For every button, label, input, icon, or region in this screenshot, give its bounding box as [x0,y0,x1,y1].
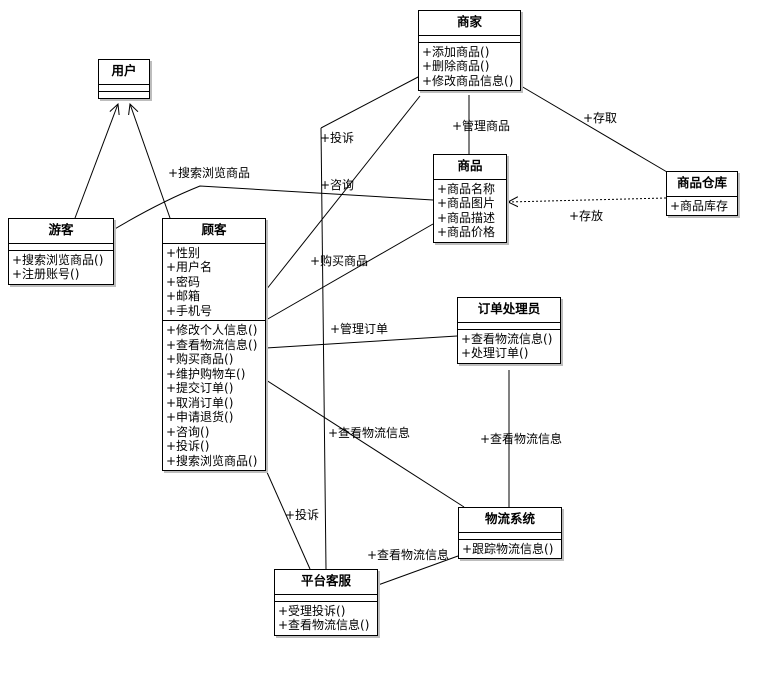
class-member: +查看物流信息() [278,618,370,632]
class-visitor-name: 游客 [9,219,113,244]
visitor-to-product-line [112,185,434,231]
class-order-handler-methods: +查看物流信息()+处理订单() [458,330,560,363]
class-merchant-methods: +添加商品()+删除商品()+修改商品信息() [419,43,520,91]
class-member: +邮箱 [166,289,201,303]
label-complain-merchant: +投诉 [320,131,355,145]
class-member: +添加商品() [422,44,490,59]
class-member: +咨询() [166,424,210,439]
class-visitor[interactable]: 游客 +搜索浏览商品()+注册账号() [8,218,114,285]
customer-to-logistics-line [265,379,465,508]
class-member: +跟踪物流信息() [462,541,554,556]
class-member: +搜索浏览商品() [166,453,258,468]
class-member: +商品描述 [437,210,496,225]
class-member: +商品图片 [437,196,496,210]
class-product-name: 商品 [434,155,506,180]
label-manage-order: +管理订单 [330,322,389,336]
class-logistics-name: 物流系统 [459,508,561,533]
class-logistics-methods: +跟踪物流信息() [459,540,561,559]
class-member: +商品库存 [670,198,729,213]
customer-to-service-line [265,469,311,570]
class-merchant-name: 商家 [419,11,520,36]
class-member: +提交订单() [166,381,234,395]
merchant-to-warehouse-line [520,85,668,173]
customer-to-merchant-line [265,95,421,291]
class-member: +查看物流信息() [461,331,553,346]
class-member: +申请退货() [166,410,234,424]
label-search-browse: +搜索浏览商品 [168,166,251,180]
class-visitor-attributes [9,244,113,251]
class-member: +商品名称 [437,181,496,196]
class-warehouse[interactable]: 商品仓库 +商品库存 [666,171,738,216]
label-complain-service: +投诉 [285,508,320,522]
class-member: +投诉() [166,439,210,453]
class-product-members: +商品名称+商品图片+商品描述+商品价格 [434,180,506,242]
class-user[interactable]: 用户 [98,59,150,99]
class-member: +删除商品() [422,59,490,73]
label-manage-product: +管理商品 [452,119,511,133]
class-service[interactable]: 平台客服 +受理投诉()+查看物流信息() [274,569,378,636]
class-member: +处理订单() [461,346,529,360]
class-member: +性别 [166,245,201,260]
class-member: +注册账号() [12,267,80,281]
class-member: +修改个人信息() [166,323,258,337]
class-user-name: 用户 [99,60,149,85]
class-order-handler-name: 订单处理员 [458,298,560,323]
class-visitor-methods: +搜索浏览商品()+注册账号() [9,251,113,284]
class-product[interactable]: 商品 +商品名称+商品图片+商品描述+商品价格 [433,154,507,243]
class-customer-methods: +修改个人信息()+查看物流信息()+购买商品()+维护购物车()+提交订单()… [163,321,265,470]
label-view-logistics-order: +查看物流信息 [480,432,563,446]
class-warehouse-members: +商品库存 [667,197,737,216]
class-order-handler[interactable]: 订单处理员 +查看物流信息()+处理订单() [457,297,561,364]
customer-to-user-line [130,104,171,219]
class-customer-attributes: +性别+用户名+密码+邮箱+手机号 [163,244,265,321]
logistics-to-service-line [377,555,459,586]
class-user-attributes [99,85,149,92]
class-customer[interactable]: 顾客 +性别+用户名+密码+邮箱+手机号 +修改个人信息()+查看物流信息()+… [162,218,266,471]
class-member: +手机号 [166,303,213,318]
class-member: +取消订单() [166,395,234,410]
class-member: +商品价格 [437,225,496,239]
class-customer-name: 顾客 [163,219,265,244]
class-merchant[interactable]: 商家 +添加商品()+删除商品()+修改商品信息() [418,10,521,91]
class-order-handler-attributes [458,323,560,330]
class-member: +密码 [166,274,201,289]
service-to-merchant-line [320,127,327,570]
class-member: +受理投诉() [278,603,346,618]
class-service-methods: +受理投诉()+查看物流信息() [275,602,377,635]
warehouse-to-product-line [508,198,667,202]
class-member: +搜索浏览商品() [12,252,104,267]
class-merchant-attributes [419,36,520,43]
class-service-name: 平台客服 [275,570,377,595]
class-logistics[interactable]: 物流系统 +跟踪物流信息() [458,507,562,559]
service-to-merchant-line-top [320,75,421,129]
label-store: +存放 [569,209,604,223]
class-member: +维护购物车() [166,366,246,381]
visitor-to-user-line [74,104,118,219]
class-warehouse-name: 商品仓库 [667,172,737,197]
customer-to-product-line [265,223,434,321]
label-buy: +购买商品 [310,254,369,268]
label-access: +存取 [583,111,618,125]
label-consult: +咨询 [320,178,355,192]
label-view-logistics-customer: +查看物流信息 [328,426,411,440]
customer-to-order-line [265,335,458,349]
label-view-logistics-service: +查看物流信息 [367,548,450,562]
class-logistics-attributes [459,533,561,540]
class-service-attributes [275,595,377,602]
class-user-methods [99,92,149,98]
class-member: +修改商品信息() [422,73,514,88]
class-member: +用户名 [166,260,213,274]
class-member: +购买商品() [166,352,234,366]
class-member: +查看物流信息() [166,337,258,352]
